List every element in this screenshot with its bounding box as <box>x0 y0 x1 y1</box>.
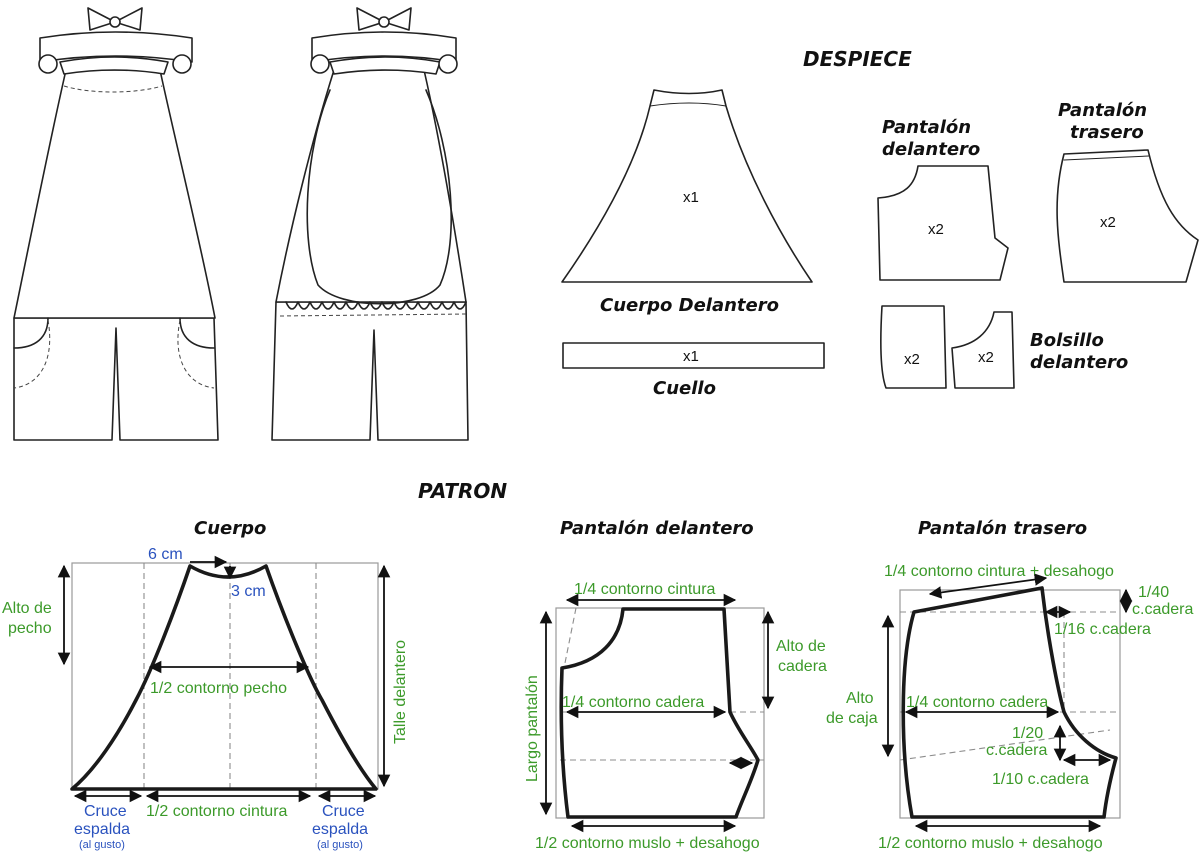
pt-alto-caja-1: Alto <box>846 690 874 707</box>
garment-back-sketch <box>271 7 469 441</box>
pantalon-delantero-label-1: Pantalón <box>882 117 971 138</box>
pantalon-trasero-qty: x2 <box>1100 214 1116 231</box>
pd-alto-cadera-1: Alto de <box>776 638 826 655</box>
cuerpo-cruce-left-1: Cruce <box>84 803 127 820</box>
pt-c40-2: c.cadera <box>1132 601 1193 618</box>
cuerpo-talle: Talle delantero <box>392 640 409 744</box>
pd-alto-cadera-2: cadera <box>778 658 827 675</box>
pt-alto-caja-2: de caja <box>826 710 878 727</box>
cuerpo-cruce-right-3: (al gusto) <box>317 839 363 851</box>
pd-muslo: 1/2 contorno muslo + desahogo <box>535 835 760 852</box>
cuerpo-title: Cuerpo <box>194 518 266 539</box>
pt-muslo: 1/2 contorno muslo + desahogo <box>878 835 1103 852</box>
pantalon-trasero-label-1: Pantalón <box>1058 100 1147 121</box>
pt-c20-2: c.cadera <box>986 742 1047 759</box>
cuerpo-contorno-cintura: 1/2 contorno cintura <box>146 803 288 820</box>
pantalon-trasero-label-2: trasero <box>1070 122 1144 143</box>
pd-largo: Largo pantalón <box>524 675 541 782</box>
pt-c20-1: 1/20 <box>1012 725 1043 742</box>
pantalon-delantero-label-2: delantero <box>882 139 980 160</box>
pantalon-trasero-title: Pantalón trasero <box>918 518 1087 539</box>
cuerpo-pattern <box>57 555 391 803</box>
cuerpo-neck-width: 6 cm <box>148 546 183 563</box>
despiece-heading: DESPIECE <box>803 47 912 71</box>
bolsillo-qty-a: x2 <box>904 351 920 368</box>
cuerpo-delantero-qty: x1 <box>683 189 699 206</box>
pantalon-trasero-pattern <box>881 573 1133 833</box>
bolsillo-label-2: delantero <box>1030 352 1128 373</box>
cuerpo-cruce-right-2: espalda <box>312 821 368 838</box>
piece-bolsillo-a: x2 <box>880 305 947 389</box>
cuerpo-cruce-left-2: espalda <box>74 821 130 838</box>
cuerpo-alto-pecho-2: pecho <box>8 620 52 637</box>
pt-cadera: 1/4 contorno cadera <box>906 694 1048 711</box>
piece-pantalon-trasero: x2 <box>1056 149 1199 283</box>
piece-pantalon-delantero: x2 <box>877 165 1009 281</box>
pt-c40-1: 1/40 <box>1138 584 1169 601</box>
patron-heading: PATRON <box>418 479 507 503</box>
pt-c10: 1/10 c.cadera <box>992 771 1089 788</box>
cuerpo-neck-depth: 3 cm <box>231 583 266 600</box>
pd-cadera: 1/4 contorno cadera <box>562 694 704 711</box>
cuello-qty: x1 <box>683 348 699 365</box>
bolsillo-label-1: Bolsillo <box>1030 330 1104 351</box>
pd-cintura: 1/4 contorno cintura <box>574 581 716 598</box>
cuerpo-contorno-pecho: 1/2 contorno pecho <box>150 680 287 697</box>
garment-front-sketch <box>13 7 219 441</box>
pt-c16: 1/16 c.cadera <box>1054 621 1151 638</box>
pantalon-delantero-pattern <box>539 593 775 833</box>
cuello-label: Cuello <box>653 378 716 399</box>
cuerpo-cruce-left-3: (al gusto) <box>79 839 125 851</box>
pantalon-delantero-qty: x2 <box>928 221 944 238</box>
piece-cuerpo-delantero: x1 <box>561 89 813 283</box>
piece-cuello: x1 <box>562 342 825 369</box>
piece-bolsillo-b: x2 <box>951 311 1015 389</box>
pantalon-delantero-title: Pantalón delantero <box>560 518 754 539</box>
cuerpo-delantero-label: Cuerpo Delantero <box>600 295 779 316</box>
bolsillo-qty-b: x2 <box>978 349 994 366</box>
cuerpo-cruce-right-1: Cruce <box>322 803 365 820</box>
cuerpo-alto-pecho-1: Alto de <box>2 600 52 617</box>
pt-cintura: 1/4 contorno cintura + desahogo <box>884 563 1114 580</box>
